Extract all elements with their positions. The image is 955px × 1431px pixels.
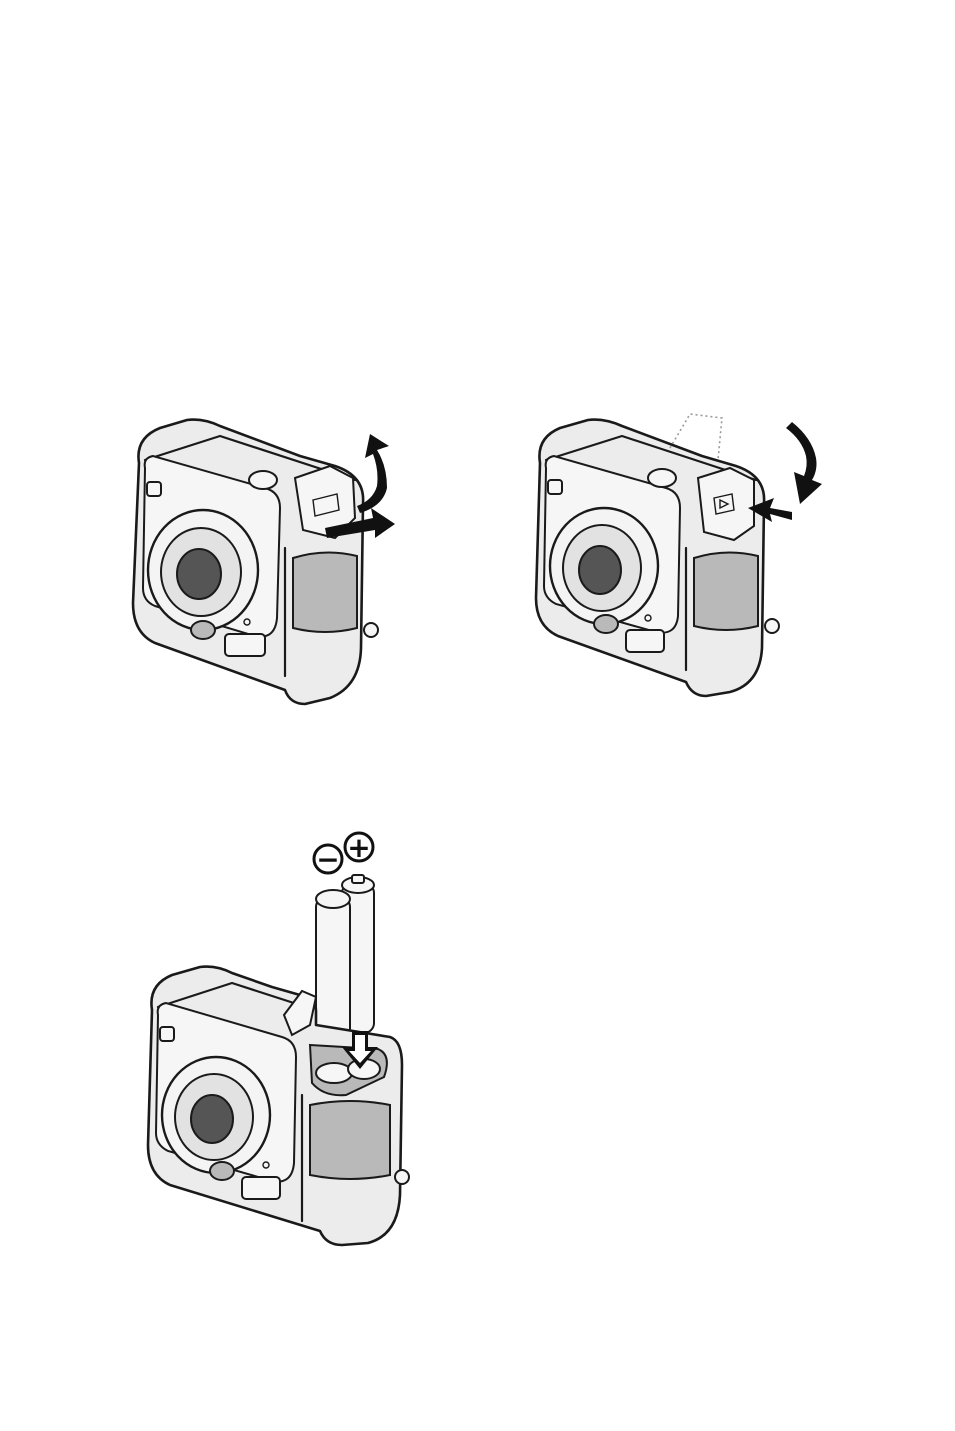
camera-close-cover-drawing <box>530 408 830 698</box>
battery-body <box>316 897 350 1045</box>
strap-lug <box>765 619 779 633</box>
figure-insert-batteries: − + <box>140 825 415 1250</box>
viewfinder <box>160 1027 174 1041</box>
battery-terminal <box>352 875 364 883</box>
battery-cover <box>698 468 754 540</box>
label-plate <box>626 630 664 652</box>
figure-open-battery-cover <box>125 408 410 708</box>
battery-slot-1 <box>316 1063 352 1083</box>
hand-grip <box>694 552 758 630</box>
strap-lug <box>395 1170 409 1184</box>
viewfinder <box>147 482 161 496</box>
viewfinder <box>548 480 562 494</box>
lens-glass <box>579 546 621 594</box>
figure-close-battery-cover <box>530 408 830 698</box>
hand-grip <box>293 552 357 632</box>
positive-label: + <box>347 831 370 864</box>
label-plate <box>225 634 265 656</box>
battery-front <box>316 890 350 1045</box>
self-timer-lamp <box>210 1162 234 1180</box>
self-timer-lamp <box>191 621 215 639</box>
shutter-button <box>648 469 676 487</box>
self-timer-lamp <box>594 615 618 633</box>
hand-grip <box>310 1101 390 1179</box>
press-down-arrow <box>786 422 822 504</box>
camera-open-cover-drawing <box>125 408 410 708</box>
shutter-button <box>249 471 277 489</box>
strap-lug <box>364 623 378 637</box>
lens-glass <box>191 1095 233 1143</box>
camera-insert-batteries-drawing: − + <box>140 825 415 1250</box>
negative-label: − <box>316 843 339 876</box>
label-plate <box>242 1177 280 1199</box>
lens-glass <box>177 549 221 599</box>
battery-top <box>316 890 350 908</box>
